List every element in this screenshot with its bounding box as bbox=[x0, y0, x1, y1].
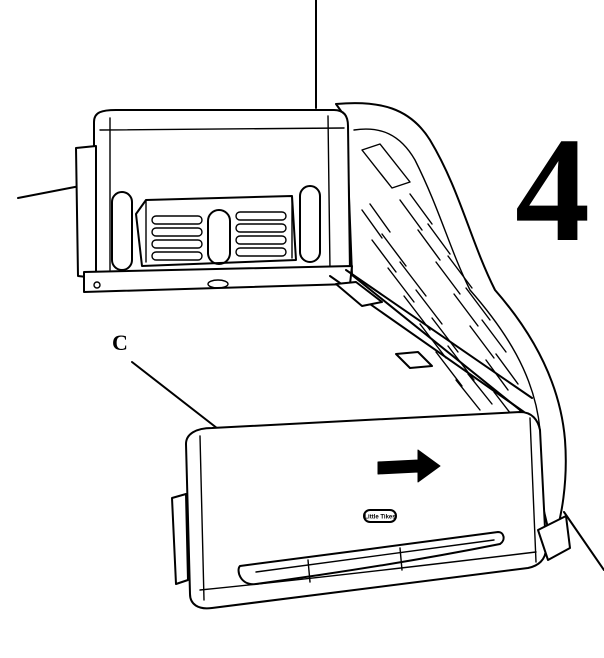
step-number: 4 bbox=[515, 107, 590, 273]
side-wall-slots bbox=[361, 143, 519, 419]
left-leader-line bbox=[17, 185, 81, 199]
side-wall bbox=[335, 102, 567, 546]
front-panel-side-tab bbox=[171, 493, 189, 585]
left-oval-window bbox=[111, 191, 133, 271]
right-leader-line bbox=[563, 511, 604, 571]
back-panel-right-slots bbox=[235, 211, 287, 257]
back-panel-left-slots bbox=[151, 215, 203, 261]
brand-logo-badge bbox=[363, 509, 397, 523]
center-oval-window bbox=[207, 209, 231, 265]
back-panel bbox=[75, 109, 353, 293]
front-panel: Little Tikes bbox=[171, 411, 571, 610]
brand-logo-text: Little Tikes bbox=[364, 515, 396, 521]
floor-rail bbox=[329, 269, 533, 413]
handle-groove bbox=[237, 531, 505, 586]
right-oval-window bbox=[299, 185, 321, 263]
callout-letter-c: C bbox=[112, 330, 128, 355]
callout-c-leader-line bbox=[131, 361, 223, 433]
arrow-right-icon bbox=[377, 449, 441, 483]
